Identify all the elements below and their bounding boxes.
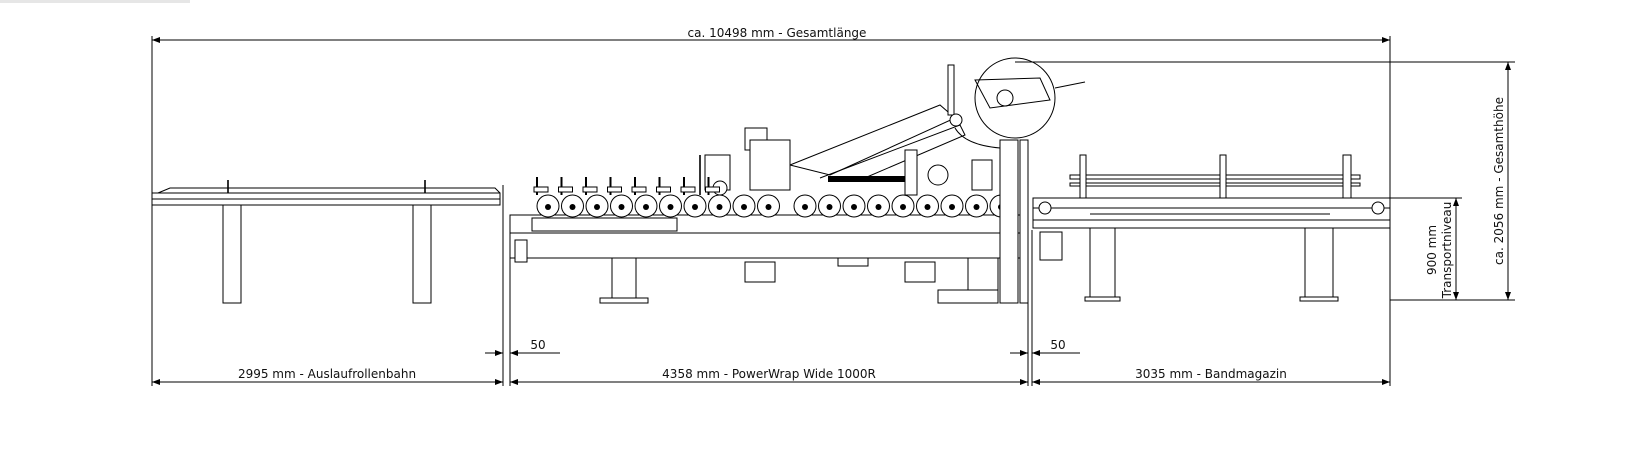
- guide-post: [634, 177, 636, 195]
- total-length-label: ca. 10498 mm - Gesamtlänge: [688, 26, 867, 40]
- guide-bracket: [631, 186, 647, 193]
- guide-post: [683, 177, 685, 195]
- guide-post: [658, 177, 661, 195]
- roller-hub: [569, 204, 576, 210]
- roller-hub: [973, 204, 980, 210]
- guide-bracket: [680, 186, 696, 193]
- guide-bracket: [705, 186, 720, 193]
- roller-hub: [851, 204, 857, 210]
- roller-hub: [875, 204, 882, 210]
- roller-hub: [802, 204, 808, 210]
- machine-length-label: 4358 mm - PowerWrap Wide 1000R: [662, 367, 876, 381]
- guide-bracket: [582, 186, 598, 193]
- roller-hub: [594, 204, 600, 210]
- band-magazine: [1032, 154, 1391, 302]
- transport-level-value: 900 mm: [1425, 225, 1439, 275]
- magazine-length-label: 3035 mm - Bandmagazin: [1135, 367, 1287, 381]
- roller-hub: [765, 204, 772, 210]
- outfeed-length-label: 2995 mm - Auslaufrollenbahn: [238, 367, 416, 381]
- guide-bracket: [656, 186, 671, 193]
- guide-post: [609, 177, 612, 195]
- gap-left-label: 50: [530, 338, 545, 352]
- guide-post: [536, 177, 538, 195]
- roller-hub: [667, 204, 674, 210]
- guide-post: [560, 177, 563, 195]
- roller-hub: [741, 204, 747, 210]
- roller-hub: [643, 204, 649, 210]
- roller-hub: [692, 204, 698, 210]
- powerwrap-machine: [509, 57, 1086, 304]
- outfeed-roller-conveyor: [151, 180, 501, 304]
- transport-level-label: Transportniveau: [1440, 202, 1454, 300]
- roller-hub: [900, 204, 906, 210]
- roller-hub: [545, 204, 551, 210]
- guide-bracket: [607, 186, 622, 193]
- roller-hub: [924, 204, 931, 210]
- guide-bracket: [558, 186, 573, 193]
- guide-post: [585, 177, 587, 195]
- gap-right-label: 50: [1050, 338, 1065, 352]
- roller-hub: [949, 204, 955, 210]
- window-shadow: [0, 0, 190, 3]
- section-dimensions: 2995 mm - Auslaufrollenbahn 4358 mm - Po…: [152, 367, 1390, 385]
- roller-hub: [716, 204, 723, 210]
- roller-hub: [826, 204, 833, 210]
- guide-bracket: [533, 186, 549, 193]
- roller-hub: [618, 204, 625, 210]
- guide-post: [707, 177, 710, 195]
- gap-dimensions: 50 50: [485, 185, 1080, 386]
- height-dimensions: ca. 2056 mm - Gesamthöhe 900 mm Transpor…: [1015, 61, 1515, 301]
- total-length-dimension: ca. 10498 mm - Gesamtlänge: [151, 26, 1391, 386]
- total-height-label: ca. 2056 mm - Gesamthöhe: [1492, 97, 1506, 265]
